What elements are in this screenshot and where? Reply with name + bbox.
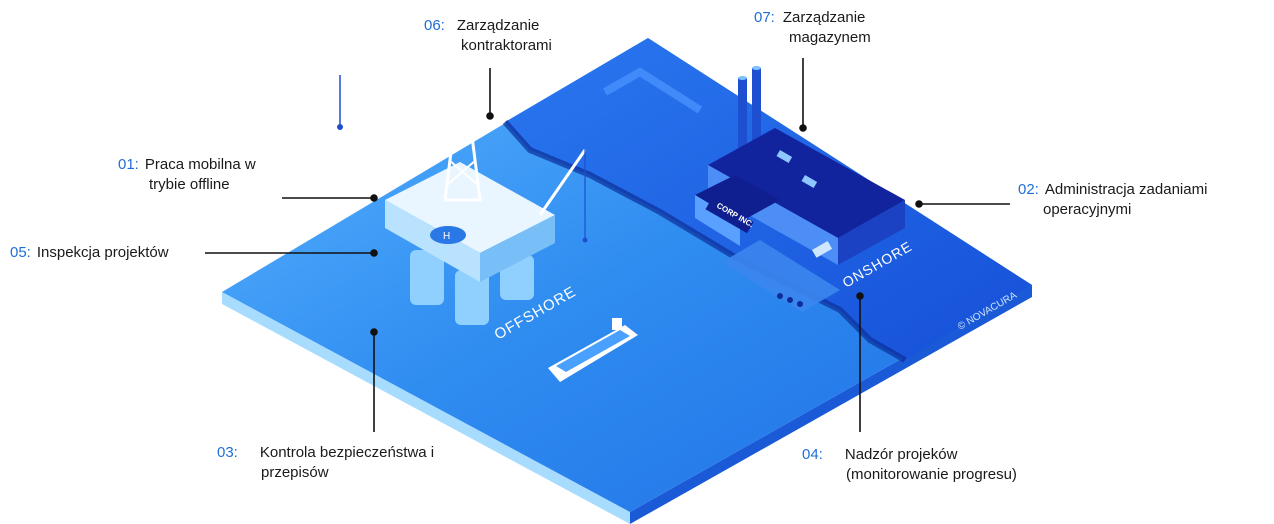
crane-arm-right <box>538 149 587 216</box>
road <box>603 67 703 114</box>
dock-hatch-3 <box>797 301 803 307</box>
chimney-left-top <box>738 76 747 80</box>
callout-04: 04: Nadzór projeków (monitorowanie progre… <box>802 445 1017 485</box>
warehouse-building: CORP INC. <box>695 66 905 265</box>
rig-leg-1 <box>410 250 444 305</box>
callout-02-line2: operacyjnymi <box>1043 201 1132 218</box>
callout-03-line1: Kontrola bezpieczeństwa i <box>259 444 435 461</box>
rig-leg-2 <box>455 270 489 325</box>
callout-04-number: 04: <box>802 446 823 463</box>
leader-04-dot <box>856 292 864 300</box>
office-annex <box>695 175 780 222</box>
base-left-edge <box>222 292 630 524</box>
callout-07-line1: Zarządzanie <box>782 9 866 26</box>
derrick-cross-2 <box>448 159 479 186</box>
leader-07-dot <box>799 124 807 132</box>
callout-03: 03: Kontrola bezpieczeństwa i przepisów <box>217 443 434 483</box>
cargo-ship <box>548 318 638 382</box>
callout-04-line2: (monitorowanie progresu) <box>846 466 1017 483</box>
base-right-edge <box>630 285 1032 524</box>
rig-deck-top <box>385 162 555 253</box>
callout-06-line1: Zarządzanie <box>456 17 540 34</box>
dock-surface <box>722 240 840 312</box>
callout-01-line1: Praca mobilna w <box>144 156 256 173</box>
callout-07: 07: Zarządzanie magazynem <box>754 8 871 48</box>
skylight-2 <box>801 175 818 189</box>
callout-02-number: 02: <box>1018 181 1039 198</box>
leader-03-dot <box>370 328 378 336</box>
leader-05-dot <box>370 249 378 257</box>
callout-02-line1: Administracja zadaniami <box>1044 181 1208 198</box>
callout-06-number: 06: <box>424 17 445 34</box>
helipad <box>430 226 466 244</box>
ship-deck <box>556 330 630 372</box>
derrick <box>443 118 482 202</box>
crane-hook-right <box>582 237 588 243</box>
callout-03-number: 03: <box>217 444 238 461</box>
ship-bridge <box>612 318 622 330</box>
dock <box>722 240 840 312</box>
dock-hatch-1 <box>777 293 783 299</box>
callout-01-line2: trybie offline <box>149 176 230 193</box>
callout-02: 02: Administracja zadaniami operacyjnymi <box>1018 180 1207 220</box>
warehouse-side <box>838 200 905 265</box>
chimney-right-top <box>752 66 761 70</box>
callout-03-line2: przepisów <box>261 464 329 481</box>
rig-deck-side <box>480 215 555 282</box>
shoreline <box>502 120 907 363</box>
chimney-left <box>738 78 747 148</box>
skylight-1 <box>776 150 793 164</box>
callout-06: 06: Zarządzanie kontraktorami <box>424 16 552 56</box>
leader-06-dot <box>486 112 494 120</box>
leader-01-dot <box>370 194 378 202</box>
callout-04-line1: Nadzór projeków <box>844 446 958 463</box>
truck <box>812 241 833 258</box>
derrick-cross-1 <box>446 159 477 186</box>
callout-07-line2: magazynem <box>789 29 871 46</box>
leader-lines <box>205 58 1010 432</box>
crane-hook <box>337 124 343 130</box>
rig-deck-front <box>385 200 480 282</box>
callout-01: 01: Praca mobilna w trybie offline <box>118 155 256 195</box>
office-annex-front <box>695 195 740 246</box>
callout-01-number: 01: <box>118 156 139 173</box>
chimney-right <box>752 68 761 148</box>
dock-hatch-2 <box>787 297 793 303</box>
callout-07-number: 07: <box>754 9 775 26</box>
helipad-mark: H <box>443 231 450 242</box>
callout-06-line2: kontraktorami <box>461 37 552 54</box>
building-sign <box>705 198 754 234</box>
oil-rig: H <box>336 69 588 325</box>
leader-02-dot <box>915 200 923 208</box>
callout-05-line1: Inspekcja projektów <box>36 244 169 261</box>
callout-05: 05: Inspekcja projektów <box>10 243 169 263</box>
callout-05-number: 05: <box>10 244 31 261</box>
crane-arm <box>336 69 460 133</box>
